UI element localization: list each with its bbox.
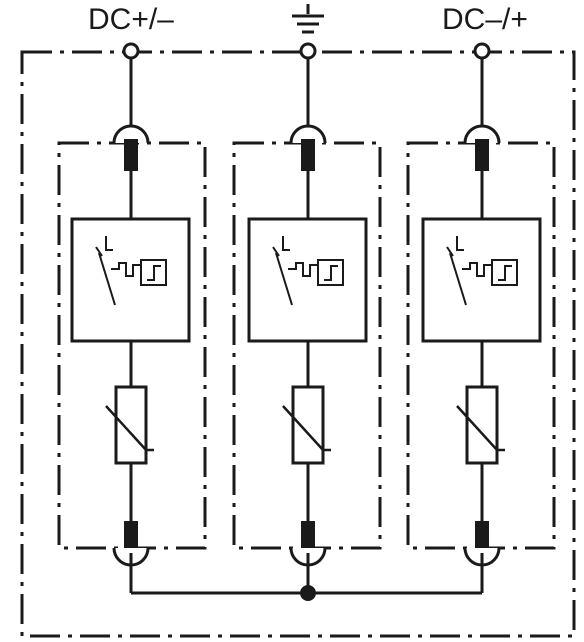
varistor-body	[291, 385, 325, 465]
thermal-disconnector-icon	[272, 236, 344, 306]
junction-node	[300, 585, 316, 601]
varistor-slash	[105, 405, 154, 452]
plug-contact-bottom	[475, 521, 489, 553]
ground-icon	[292, 4, 324, 34]
thermal-disconnector-icon	[95, 236, 167, 306]
plug-contact-bottom	[301, 521, 315, 553]
plug-contact-top	[124, 139, 138, 171]
protection-module-center	[232, 58, 382, 567]
terminal-label-dc-plus-minus: DC+/–	[88, 3, 174, 36]
varistor-body	[114, 385, 148, 465]
disconnector-box	[247, 217, 368, 343]
plug-contact-top	[475, 139, 489, 171]
plug-contact-bottom	[124, 521, 138, 553]
terminal-center	[299, 42, 317, 60]
outer-enclosure	[20, 50, 576, 638]
disconnector-box	[70, 217, 191, 343]
terminal-label-dc-minus-plus: DC–/+	[442, 3, 528, 36]
protection-module-left	[57, 58, 207, 567]
thermal-disconnector-icon	[446, 236, 518, 306]
terminal-left	[122, 42, 140, 60]
varistor-slash	[282, 405, 331, 452]
disconnector-box	[421, 217, 542, 343]
protection-module-right	[406, 58, 556, 567]
terminal-right	[473, 42, 491, 60]
varistor-body	[465, 385, 499, 465]
varistor-slash	[456, 405, 505, 452]
plug-contact-top	[301, 139, 315, 171]
